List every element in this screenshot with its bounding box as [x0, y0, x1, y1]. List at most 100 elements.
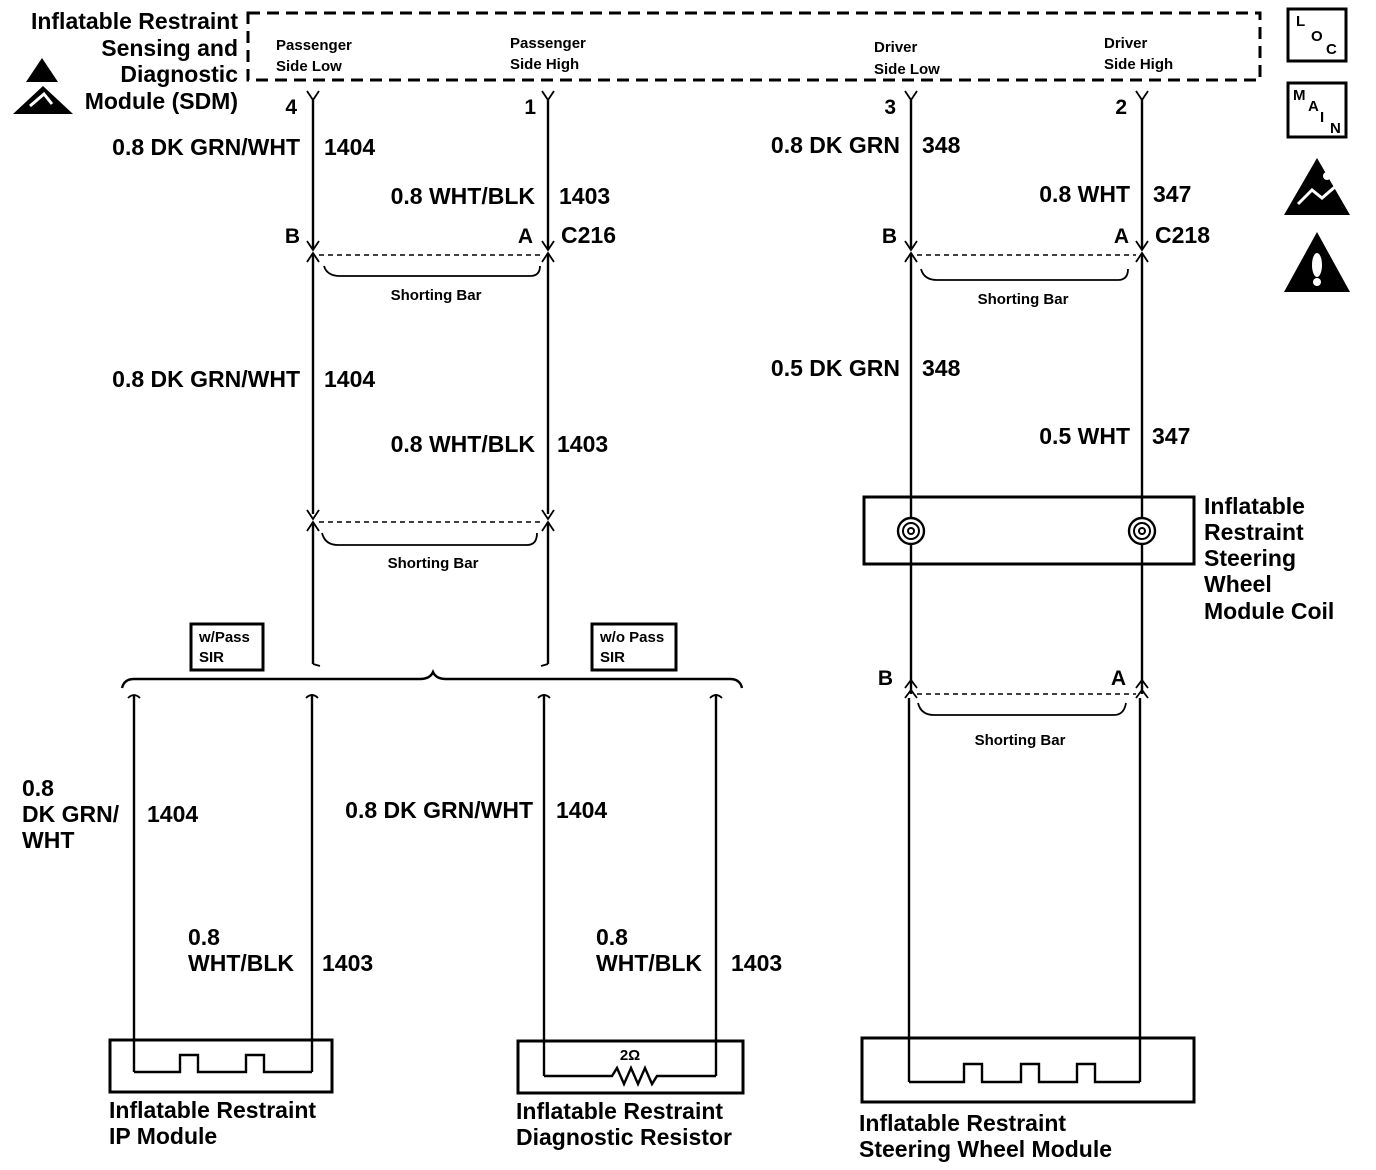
- passenger-circuit: 0.8 DK GRN/WHT 1404 0.8 WHT/BLK 1403 B A…: [22, 100, 782, 1150]
- sdm-label-line-1: Inflatable Restraint: [31, 8, 238, 34]
- option-with-line-1: w/Pass: [198, 629, 250, 646]
- sdm-pin-4: 4: [285, 96, 297, 119]
- c218-shorting-bar-label: Shorting Bar: [978, 291, 1069, 308]
- wire-348-upper-circuit: 348: [922, 132, 961, 158]
- terminal-driver-low-line-2: Side Low: [874, 61, 940, 78]
- wire-347-upper-circuit: 347: [1153, 181, 1191, 207]
- c218-pin-b: B: [882, 225, 897, 248]
- coil-label-line-5: Module Coil: [1204, 598, 1334, 624]
- sdm-terminal-2: [1135, 90, 1149, 102]
- resistor-wire-1404-gauge: 0.8 DK GRN/WHT: [345, 797, 533, 823]
- warning-icon: [1284, 232, 1350, 292]
- resistor-value: 2Ω: [620, 1047, 640, 1064]
- terminal-passenger-low-line-1: Passenger: [276, 37, 352, 54]
- passenger-connector-2: Shorting Bar: [306, 509, 555, 572]
- coil-label-line-3: Steering: [1204, 545, 1296, 571]
- terminal-driver-high-line-1: Driver: [1104, 35, 1148, 52]
- ip-wire-1404-circuit: 1404: [147, 801, 198, 827]
- sdm-terminal-1: [541, 90, 555, 102]
- coil-label-line-1: Inflatable: [1204, 493, 1305, 519]
- ip-wire-1404-gauge-line-1: 0.8: [22, 775, 54, 801]
- loc-icon: L O C: [1286, 7, 1348, 63]
- ip-module-label-line-1: Inflatable Restraint: [109, 1097, 316, 1123]
- sdm-terminal-3: [904, 90, 918, 102]
- sdm-label-line-2: Sensing and: [101, 35, 238, 61]
- resistor-wire-1403-gauge-line-1: 0.8: [596, 924, 628, 950]
- steering-wheel-module-coil: Inflatable Restraint Steering Wheel Modu…: [862, 493, 1334, 624]
- wire-347-lower-circuit: 347: [1152, 423, 1190, 449]
- option-brace: [120, 668, 744, 689]
- esd-icon: [13, 58, 73, 114]
- c218-name: C218: [1155, 222, 1210, 248]
- svg-text:C: C: [1326, 41, 1337, 58]
- resistor-wire-1404-circuit: 1404: [556, 797, 607, 823]
- wire-347-lower-gauge: 0.5 WHT: [1039, 423, 1130, 449]
- ip-wire-1403-gauge-line-2: WHT/BLK: [188, 950, 294, 976]
- ip-wire-1404-gauge-line-2: DK GRN/: [22, 801, 120, 827]
- wire-347-upper-gauge: 0.8 WHT: [1039, 181, 1130, 207]
- steering-module-label-line-1: Inflatable Restraint: [859, 1110, 1066, 1136]
- terminal-driver-low-line-1: Driver: [874, 39, 918, 56]
- passenger-shorting-bar-2-label: Shorting Bar: [388, 555, 479, 572]
- diagnostic-resistor: 2Ω Inflatable Restraint Diagnostic Resis…: [516, 1039, 745, 1150]
- sdm-module: Inflatable Restraint Sensing and Diagnos…: [13, 8, 1262, 119]
- sdm-label-line-4: Module (SDM): [85, 88, 238, 114]
- svg-text:M: M: [1293, 87, 1306, 104]
- terminal-passenger-high-line-2: Side High: [510, 56, 579, 73]
- svg-text:I: I: [1320, 109, 1324, 126]
- wire-1404-middle-gauge: 0.8 DK GRN/WHT: [112, 366, 300, 392]
- sdm-pin-3: 3: [884, 96, 896, 119]
- terminal-driver-high-line-2: Side High: [1104, 56, 1173, 73]
- c216-pin-b: B: [285, 225, 300, 248]
- option-with-line-2: SIR: [199, 649, 224, 666]
- svg-text:A: A: [1308, 98, 1319, 115]
- svg-text:L: L: [1296, 13, 1305, 30]
- module-pin-a: A: [1111, 667, 1126, 690]
- module-pin-b: B: [878, 667, 893, 690]
- sdm-label-line-3: Diagnostic: [120, 61, 238, 87]
- connector-c218: B A C218 Shorting Bar: [882, 222, 1210, 308]
- sdm-pin-1: 1: [524, 96, 536, 119]
- main-icon: M A I N: [1286, 81, 1348, 139]
- wire-1403-middle-circuit: 1403: [557, 431, 608, 457]
- ip-wire-1403-circuit: 1403: [322, 950, 373, 976]
- resistor-wire-1403-circuit: 1403: [731, 950, 782, 976]
- wire-348-upper-gauge: 0.8 DK GRN: [771, 132, 900, 158]
- option-with-pass-sir: w/Pass SIR: [189, 622, 265, 672]
- wire-1404-upper-gauge: 0.8 DK GRN/WHT: [112, 134, 300, 160]
- wire-1403-upper-gauge: 0.8 WHT/BLK: [391, 183, 536, 209]
- coil-label-line-2: Restraint: [1204, 519, 1304, 545]
- resistor-wire-1403-gauge-line-2: WHT/BLK: [596, 950, 702, 976]
- driver-module-connector: B A Shorting Bar: [878, 667, 1149, 749]
- resistor-symbol: [544, 1065, 716, 1087]
- esd-icon-large: [1284, 158, 1350, 215]
- ip-wire-1404-gauge-line-3: WHT: [22, 827, 74, 853]
- option-without-line-2: SIR: [600, 649, 625, 666]
- option-without-pass-sir: w/o Pass SIR: [590, 622, 678, 672]
- svg-text:O: O: [1311, 28, 1323, 45]
- terminal-passenger-low-line-2: Side Low: [276, 58, 342, 75]
- wire-348-lower-circuit: 348: [922, 355, 961, 381]
- c216-shorting-bar-label: Shorting Bar: [391, 287, 482, 304]
- c218-pin-a: A: [1114, 225, 1129, 248]
- ip-module-label-line-2: IP Module: [109, 1123, 217, 1149]
- terminal-passenger-high-line-1: Passenger: [510, 35, 586, 52]
- option-without-line-1: w/o Pass: [599, 629, 664, 646]
- wire-1404-upper-circuit: 1404: [324, 134, 375, 160]
- steering-wheel-module: Inflatable Restraint Steering Wheel Modu…: [859, 1036, 1196, 1162]
- sdm-terminal-4: [306, 90, 320, 102]
- ip-wire-1403-gauge-line-1: 0.8: [188, 924, 220, 950]
- c216-pin-a: A: [518, 225, 533, 248]
- coil-right-icon: [1127, 516, 1157, 546]
- sdm-pin-2: 2: [1115, 96, 1127, 119]
- c216-name: C216: [561, 222, 616, 248]
- wire-348-lower-gauge: 0.5 DK GRN: [771, 355, 900, 381]
- svg-text:N: N: [1330, 120, 1341, 137]
- driver-circuit: 0.8 DK GRN 348 0.8 WHT 347 B A C218 Shor…: [771, 100, 1334, 1162]
- sdm-dashed-boundary: [246, 11, 1262, 82]
- wire-1403-middle-gauge: 0.8 WHT/BLK: [391, 431, 536, 457]
- connector-c216: B A C216 Shorting Bar: [285, 222, 616, 304]
- resistor-label-line-1: Inflatable Restraint: [516, 1098, 723, 1124]
- coil-label-line-4: Wheel: [1204, 571, 1272, 597]
- steering-module-label-line-2: Steering Wheel Module: [859, 1136, 1112, 1162]
